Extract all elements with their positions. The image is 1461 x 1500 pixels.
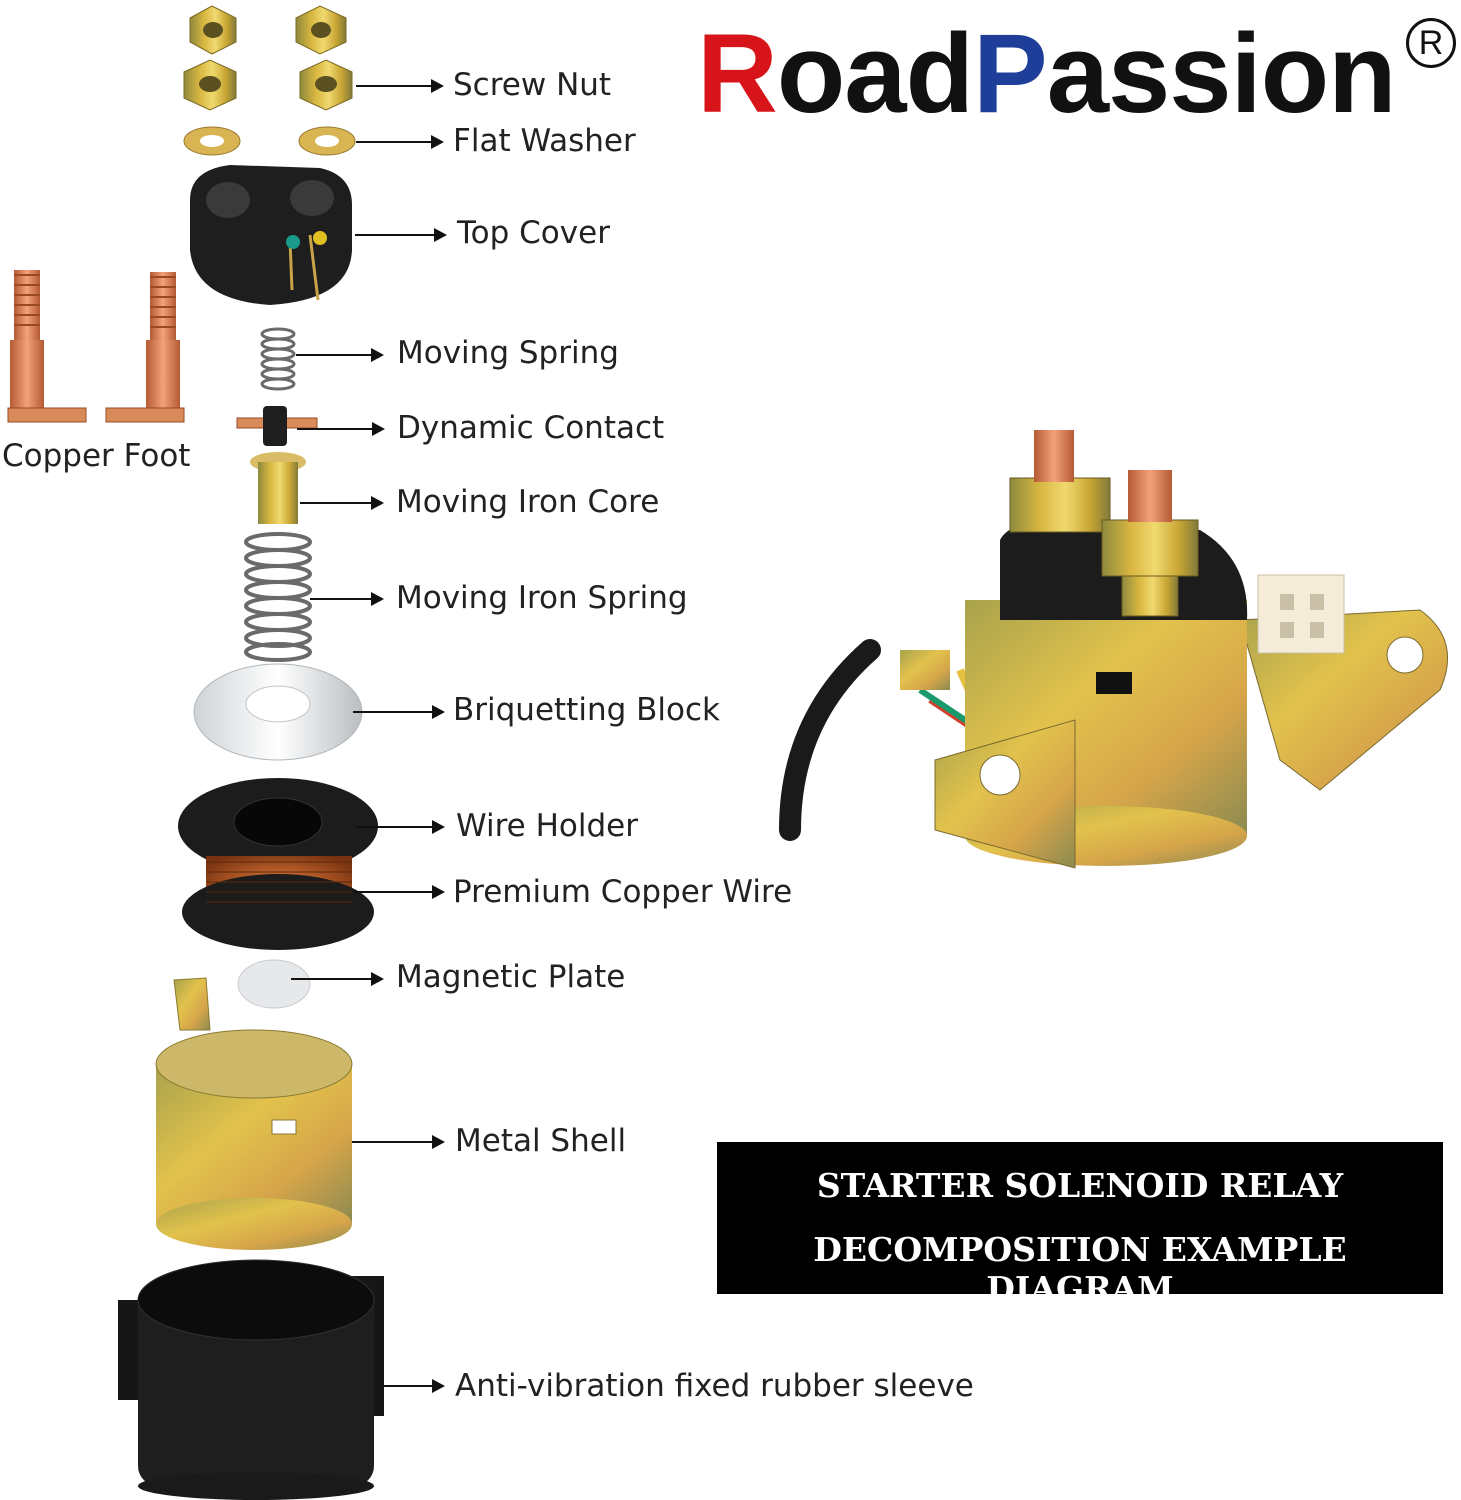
diagram-title-banner: STARTER SOLENOID RELAY DECOMPOSITION EXA… bbox=[717, 1142, 1443, 1308]
copper-foot-icon bbox=[7, 270, 185, 423]
moving-spring-icon bbox=[260, 327, 296, 391]
rubber-sleeve-icon bbox=[118, 1259, 384, 1500]
brand-text-oad: oad bbox=[776, 11, 974, 136]
label-wire-holder: Wire Holder bbox=[456, 808, 638, 844]
label-rubber-sleeve: Anti-vibration fixed rubber sleeve bbox=[455, 1368, 974, 1404]
magnetic-plate-icon bbox=[237, 959, 311, 1009]
brand-logo: RoadPassion bbox=[697, 18, 1397, 130]
copper-wire-icon bbox=[182, 856, 374, 950]
arrow-dynamic-contact bbox=[297, 422, 385, 436]
label-magnetic-plate: Magnetic Plate bbox=[396, 959, 626, 995]
arrow-rubber-sleeve bbox=[384, 1379, 445, 1393]
brand-text-assion: assion bbox=[1046, 11, 1397, 136]
label-dynamic-contact: Dynamic Contact bbox=[397, 410, 665, 446]
banner-line-1: STARTER SOLENOID RELAY bbox=[816, 1166, 1344, 1205]
arrow-moving-iron-spring bbox=[310, 592, 384, 606]
wire-holder-icon bbox=[178, 778, 378, 874]
arrow-briquetting-block bbox=[353, 705, 445, 719]
flat-washer-icon bbox=[183, 126, 356, 156]
label-metal-shell: Metal Shell bbox=[455, 1123, 627, 1159]
arrow-flat-washer bbox=[356, 135, 444, 149]
label-moving-spring: Moving Spring bbox=[397, 335, 619, 371]
assembled-solenoid-relay-image bbox=[779, 430, 1448, 869]
label-flat-washer: Flat Washer bbox=[453, 123, 636, 159]
arrow-moving-iron-core bbox=[300, 496, 384, 510]
arrow-screw-nut bbox=[356, 79, 444, 93]
moving-iron-spring-icon bbox=[244, 532, 312, 662]
briquetting-block-icon bbox=[193, 663, 363, 761]
dynamic-contact-icon bbox=[236, 406, 318, 446]
top-cover-icon bbox=[190, 165, 352, 305]
label-briquetting-block: Briquetting Block bbox=[453, 692, 720, 728]
banner-line-2: DECOMPOSITION EXAMPLE DIAGRAM bbox=[813, 1230, 1347, 1308]
arrow-moving-spring bbox=[296, 348, 384, 362]
label-moving-iron-core: Moving Iron Core bbox=[396, 484, 660, 520]
arrow-magnetic-plate bbox=[291, 972, 384, 986]
arrow-top-cover bbox=[355, 228, 447, 242]
arrow-metal-shell bbox=[352, 1135, 445, 1149]
label-premium-copper-wire: Premium Copper Wire bbox=[453, 874, 793, 910]
arrow-premium-copper-wire bbox=[353, 885, 445, 899]
metal-shell-icon bbox=[155, 977, 353, 1250]
arrow-wire-holder bbox=[355, 820, 445, 834]
label-top-cover: Top Cover bbox=[457, 215, 610, 251]
moving-iron-core-icon bbox=[250, 452, 306, 524]
brand-initial-r: R bbox=[697, 11, 778, 136]
label-copper-foot: Copper Foot bbox=[2, 438, 191, 474]
registered-mark-icon: R bbox=[1406, 18, 1456, 68]
label-screw-nut: Screw Nut bbox=[453, 67, 612, 103]
screw-nut-icon bbox=[183, 5, 353, 111]
label-moving-iron-spring: Moving Iron Spring bbox=[396, 580, 688, 616]
brand-initial-p: P bbox=[973, 11, 1048, 136]
